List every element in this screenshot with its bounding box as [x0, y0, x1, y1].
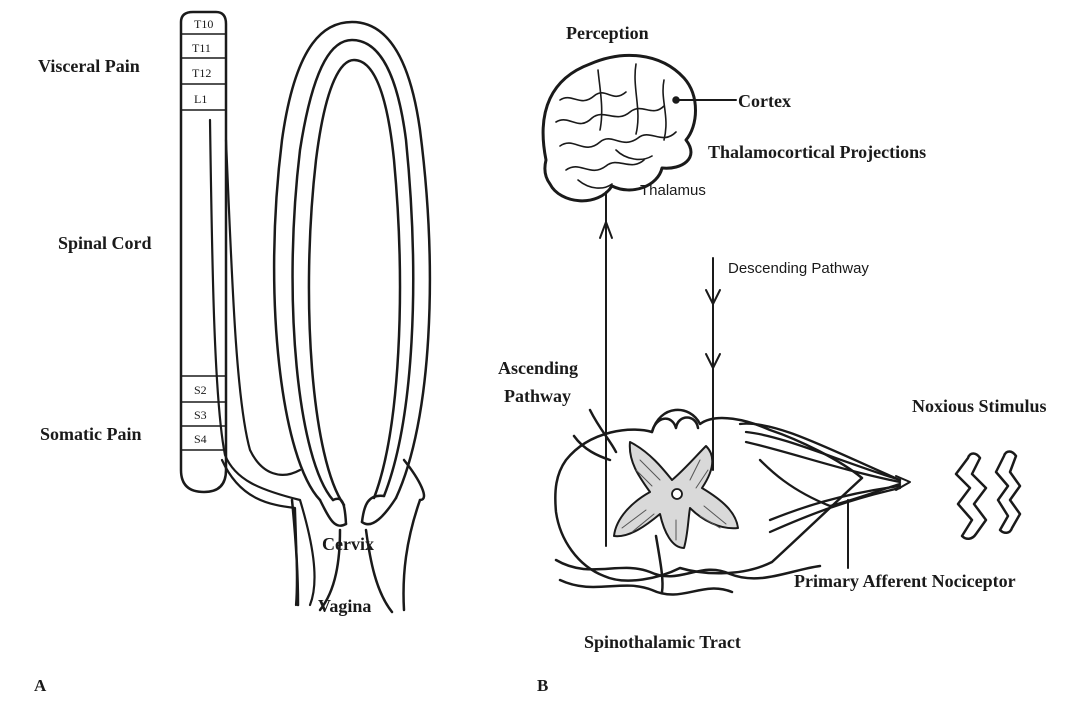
label-cortex: Cortex	[738, 91, 791, 112]
brain-gyri	[556, 64, 676, 188]
label-descending-pathway: Descending Pathway	[728, 260, 869, 277]
label-noxious-stimulus: Noxious Stimulus	[912, 396, 1047, 417]
primary-afferent-fibres	[740, 424, 910, 568]
label-cervix: Cervix	[322, 534, 374, 555]
label-visceral-pain: Visceral Pain	[38, 56, 140, 77]
label-ascending: Ascending	[498, 358, 578, 379]
noxious-stimulus-zigzags	[956, 452, 1020, 539]
segment-label-t11: T11	[192, 42, 211, 54]
label-thalamocortical-projections: Thalamocortical Projections	[708, 142, 926, 163]
label-perception: Perception	[566, 23, 649, 44]
segment-label-t12: T12	[192, 67, 211, 79]
ascending-pathway-line	[600, 192, 612, 546]
segment-label-s2: S2	[194, 384, 207, 396]
label-thalamus: Thalamus	[640, 182, 706, 199]
segment-label-s4: S4	[194, 433, 207, 445]
descending-pathway-line	[706, 258, 720, 470]
brain	[543, 55, 736, 200]
panel-b-drawing	[543, 55, 1020, 594]
panel-letter-b: B	[537, 676, 548, 696]
uterus-outline	[274, 22, 430, 526]
segment-label-t10: T10	[194, 18, 213, 30]
label-primary-afferent-nociceptor: Primary Afferent Nociceptor	[794, 571, 1016, 592]
panel-a-drawing	[181, 12, 430, 612]
label-somatic-pain: Somatic Pain	[40, 424, 142, 445]
label-pathway: Pathway	[504, 386, 571, 407]
label-spinothalamic-tract: Spinothalamic Tract	[584, 632, 741, 653]
spinal-cord-cross-section	[555, 410, 862, 595]
label-vagina: Vagina	[318, 596, 371, 617]
segment-label-s3: S3	[194, 409, 207, 421]
panel-letter-a: A	[34, 676, 46, 696]
label-spinal-cord: Spinal Cord	[58, 233, 152, 254]
segment-label-l1: L1	[194, 93, 207, 105]
